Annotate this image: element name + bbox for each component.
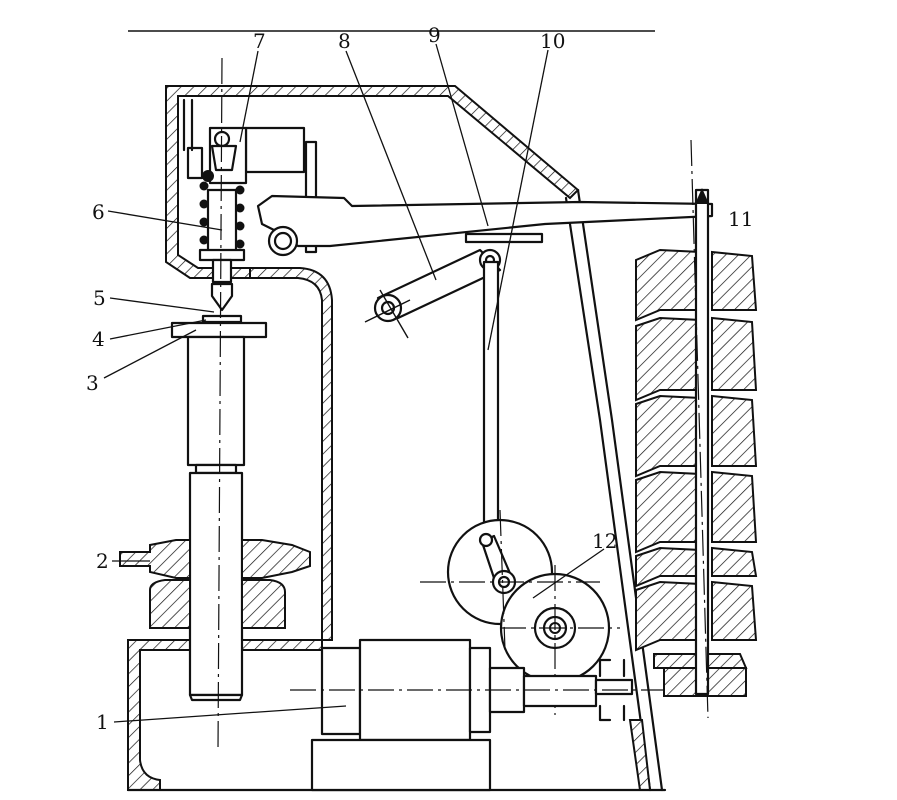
part-6-spring-spindle	[198, 170, 246, 284]
part-1-motor	[290, 638, 700, 792]
label-5: 5	[93, 286, 106, 310]
part-8-link-arm	[364, 248, 502, 339]
label-1: 1	[96, 710, 109, 734]
label-2: 2	[96, 549, 109, 573]
part-9-10-connecting-rod	[482, 260, 500, 542]
part-labels: 1 2 3 4 5 6 7 8 9 10 11 12	[86, 23, 753, 734]
label-3: 3	[86, 371, 99, 395]
label-12: 12	[592, 529, 617, 553]
label-7: 7	[253, 29, 266, 53]
label-9: 9	[428, 23, 441, 47]
label-6: 6	[92, 200, 105, 224]
label-4: 4	[92, 327, 105, 351]
main-lever	[256, 194, 714, 257]
label-10: 10	[540, 29, 565, 53]
part-5-indenter	[210, 282, 234, 312]
leader-lines	[103, 43, 605, 723]
label-11: 11	[728, 207, 753, 231]
machine-frame	[126, 85, 667, 792]
part-11-weight-stack	[635, 139, 758, 719]
part-12-cam-gears	[420, 509, 620, 715]
label-8: 8	[338, 29, 351, 53]
part-2-handwheel	[119, 539, 311, 629]
